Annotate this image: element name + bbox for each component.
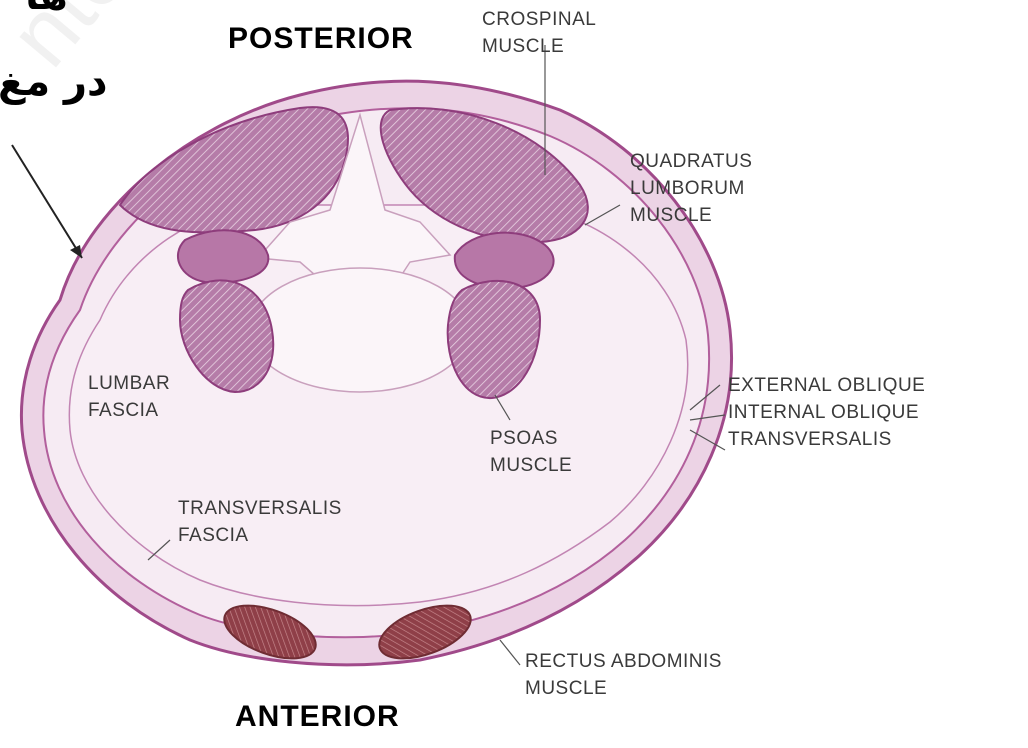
lumbar-fascia-label: LUMBAR FASCIA [88,370,170,424]
vertebral-body [250,268,470,392]
label-line: INTERNAL OBLIQUE [728,399,925,426]
label-line: RECTUS ABDOMINIS [525,648,722,675]
lateral-muscles-label: EXTERNAL OBLIQUE INTERNAL OBLIQUE TRANSV… [728,372,925,453]
label-line: LUMBORUM [630,175,752,202]
persian-text-line-1: ها [25,0,68,20]
posterior-label: POSTERIOR [228,22,414,56]
persian-text-line-2: در مغ [0,58,108,106]
label-line: MUSCLE [630,202,752,229]
label-line: MUSCLE [490,452,572,479]
rectus-abdominis-label: RECTUS ABDOMINIS MUSCLE [525,648,722,702]
label-line: FASCIA [88,397,170,424]
label-line: TRANSVERSALIS [728,426,925,453]
quadratus-lumborum-label: QUADRATUS LUMBORUM MUSCLE [630,148,752,229]
rectus-abdominis-leader-line [500,640,520,665]
transversalis-fascia-label: TRANSVERSALIS FASCIA [178,495,342,549]
erector-spinae-label: CROSPINAL MUSCLE [482,6,596,60]
label-line: PSOAS [490,425,572,452]
label-line: QUADRATUS [630,148,752,175]
label-line: FASCIA [178,522,342,549]
label-line: CROSPINAL [482,6,596,33]
arrow-annotation [12,145,82,258]
label-line: MUSCLE [482,33,596,60]
quadratus-lumborum-muscle-left [178,230,268,282]
quadratus-lumborum-muscle-right [455,233,554,289]
psoas-label: PSOAS MUSCLE [490,425,572,479]
anterior-label: ANTERIOR [235,700,400,734]
label-line: MUSCLE [525,675,722,702]
label-line: TRANSVERSALIS [178,495,342,522]
label-line: EXTERNAL OBLIQUE [728,372,925,399]
label-line: LUMBAR [88,370,170,397]
